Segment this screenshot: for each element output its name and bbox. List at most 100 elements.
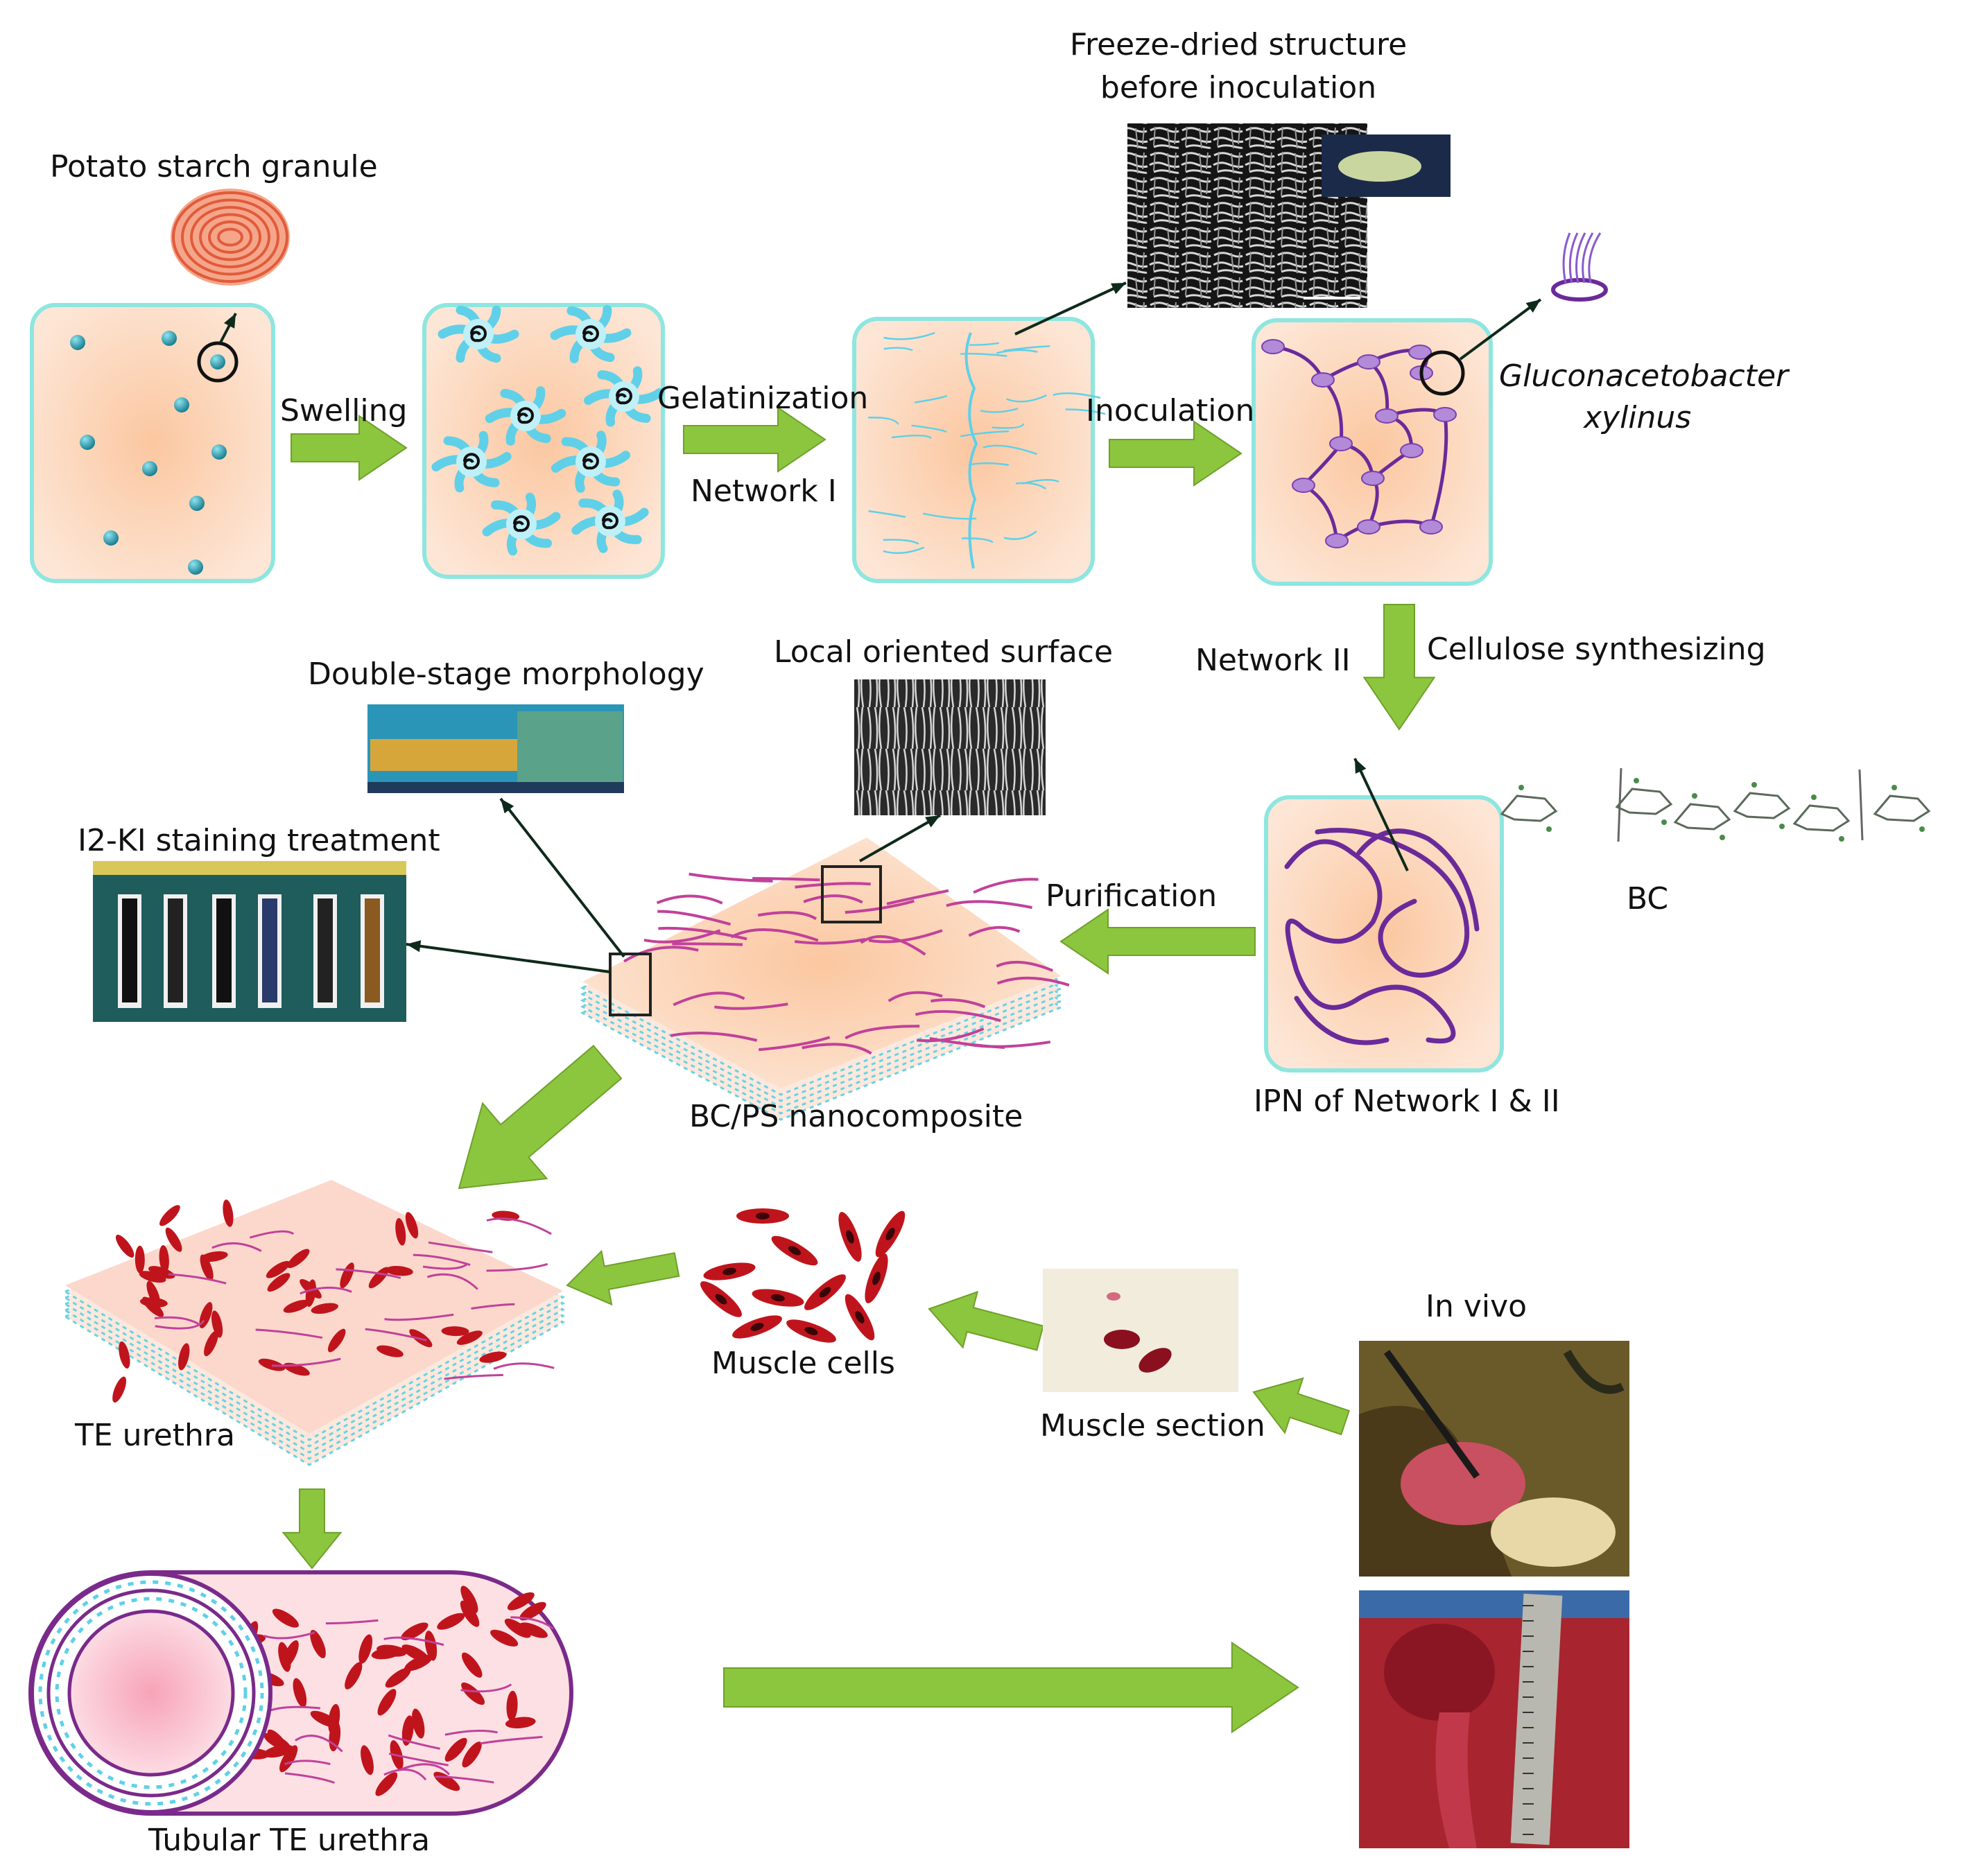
bc-fiber bbox=[211, 1242, 262, 1252]
bc-fiber bbox=[930, 998, 986, 1009]
swelling-label: Swelling bbox=[280, 393, 408, 428]
bc-fiber bbox=[255, 1328, 323, 1339]
bc-fiber bbox=[336, 1268, 401, 1279]
magnify-circle bbox=[1419, 350, 1465, 396]
network-i-lines bbox=[868, 331, 1106, 569]
network-i-label: Network I bbox=[691, 474, 837, 509]
muscle-cell bbox=[441, 1326, 469, 1337]
muscle-section-label: Muscle section bbox=[1040, 1408, 1265, 1443]
bc-fiber bbox=[973, 878, 1039, 894]
bc-fiber bbox=[996, 976, 1070, 987]
tubular-te-urethra-label: Tubular TE urethra bbox=[148, 1823, 431, 1858]
bc-fiber bbox=[155, 1319, 205, 1330]
muscle-cell bbox=[375, 1772, 398, 1796]
starch-dot bbox=[103, 530, 119, 546]
gelatinization-label: Gelatinization bbox=[657, 381, 869, 416]
freeze-dried-label-line2: before inoculation bbox=[1100, 70, 1377, 105]
muscle-cell bbox=[272, 1608, 300, 1628]
muscle-cell bbox=[377, 1689, 397, 1716]
bc-fiber bbox=[996, 960, 1054, 972]
muscle-section-photo bbox=[1043, 1269, 1238, 1392]
bc-fiber bbox=[657, 910, 731, 926]
magnify-circle bbox=[197, 341, 239, 383]
ipn-panel bbox=[1264, 795, 1504, 1072]
swollen-granule bbox=[482, 492, 561, 556]
muscle-cell bbox=[178, 1343, 190, 1371]
swollen-granule bbox=[584, 366, 664, 427]
bacterium-name-line1: Gluconacetobacter bbox=[1499, 358, 1789, 394]
muscle-cell bbox=[310, 1710, 338, 1728]
muscle-cell bbox=[165, 1227, 182, 1252]
muscle-cell bbox=[327, 1328, 346, 1353]
bacterium-cell bbox=[1408, 345, 1432, 360]
freeze-dried-label-line1: Freeze-dried structure bbox=[1069, 27, 1408, 62]
muscle-cell bbox=[361, 1745, 374, 1775]
swollen-granule bbox=[438, 305, 519, 363]
ipn-zoom-arrow bbox=[1353, 758, 1409, 871]
muscle-cell bbox=[456, 1330, 483, 1345]
muscle-cell bbox=[462, 1742, 482, 1768]
muscle-cell bbox=[424, 1631, 438, 1661]
bc-fiber bbox=[757, 911, 817, 921]
muscle-cell bbox=[112, 1376, 127, 1403]
bacterium-cell bbox=[1357, 519, 1380, 535]
purification-arrow bbox=[1059, 908, 1256, 975]
muscle-cell bbox=[204, 1330, 218, 1357]
muscle-cell bbox=[258, 1358, 286, 1371]
swollen-granules-group bbox=[431, 304, 664, 556]
muscle-cell bbox=[385, 1667, 411, 1688]
muscle-cell bbox=[159, 1244, 169, 1273]
tubular-te-urethra bbox=[28, 1570, 573, 1816]
selection-box bbox=[821, 865, 882, 923]
muscle-cell bbox=[401, 1715, 414, 1746]
starch-dot bbox=[162, 331, 177, 346]
bacterium-cell bbox=[1361, 471, 1385, 486]
bc-fiber bbox=[968, 1040, 1051, 1048]
ruler bbox=[1510, 1593, 1563, 1845]
starch-dot bbox=[70, 335, 85, 350]
inoculation-arrow bbox=[1109, 420, 1243, 487]
starch-dot bbox=[211, 444, 227, 460]
muscle-cell bbox=[401, 1622, 428, 1640]
i2ki-staining-label: I2-KI staining treatment bbox=[78, 823, 440, 858]
bacterium-cell bbox=[1433, 407, 1457, 422]
granule-zoom-arrow bbox=[219, 313, 237, 343]
bacterium-name-line2: xylinus bbox=[1584, 400, 1692, 435]
bc-fiber bbox=[426, 1273, 478, 1290]
bc-fiber bbox=[168, 1273, 227, 1285]
swelling-arrow bbox=[291, 415, 408, 481]
starch-dots-group bbox=[70, 331, 239, 575]
bc-ps-nanocomposite-label: BC/PS nanocomposite bbox=[689, 1099, 1023, 1134]
muscle-cell bbox=[395, 1218, 406, 1246]
starch-dot bbox=[189, 496, 205, 511]
swollen-granule bbox=[485, 386, 566, 446]
bc-fiber bbox=[868, 929, 943, 944]
staining-arrow bbox=[406, 940, 611, 973]
muscle-cell bbox=[479, 1351, 507, 1363]
muscle-cell bbox=[437, 1613, 465, 1630]
muscle-cell bbox=[504, 1618, 531, 1638]
bc-fiber bbox=[886, 889, 949, 905]
swollen-granule bbox=[571, 489, 649, 553]
potato-starch-granule-label: Potato starch granule bbox=[50, 149, 378, 184]
double-stage-morphology-photo bbox=[367, 704, 624, 793]
bacterium-cell bbox=[1292, 478, 1315, 493]
muscle-cell bbox=[519, 1601, 546, 1621]
te-urethra-slab bbox=[62, 1180, 566, 1466]
bacterium-cell bbox=[1261, 339, 1285, 354]
bc-fiber bbox=[794, 937, 866, 945]
bc-fiber bbox=[623, 946, 699, 963]
double-stage-arrow bbox=[499, 797, 625, 958]
bc-fiber bbox=[658, 926, 747, 941]
cells-to-te-arrow bbox=[566, 1249, 680, 1306]
sem-micrograph-icon bbox=[854, 679, 1046, 815]
bc-fiber bbox=[486, 1217, 552, 1235]
starch-dot bbox=[210, 354, 225, 370]
to-te-urethra-arrow bbox=[458, 1044, 623, 1190]
bc-fiber bbox=[714, 1002, 788, 1010]
muscle-cell bbox=[305, 1279, 316, 1307]
bacterium-cell bbox=[1325, 533, 1349, 548]
muscle-cell bbox=[412, 1708, 425, 1739]
bc-fiber bbox=[946, 900, 1032, 910]
